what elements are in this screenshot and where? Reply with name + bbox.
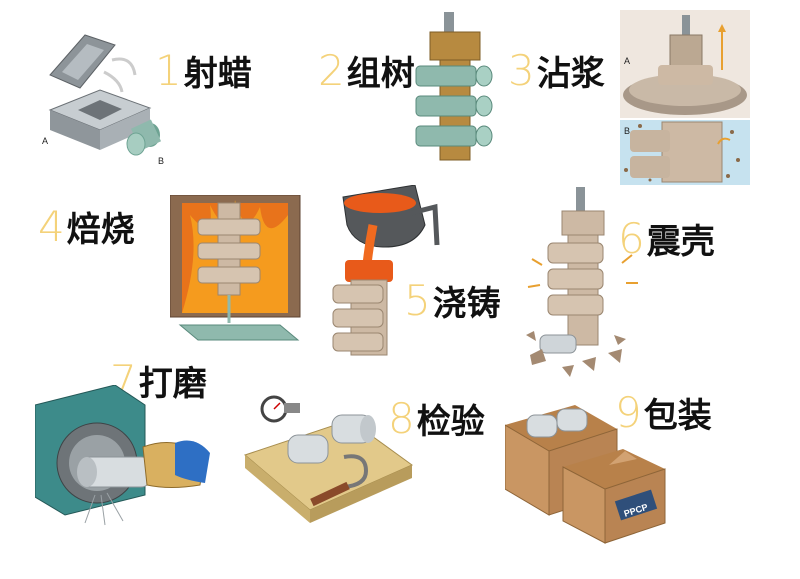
step-4-label: 4 焙烧 <box>38 206 135 248</box>
step-title: 震壳 <box>646 222 715 262</box>
step-6-label: 6 震壳 <box>618 218 715 260</box>
sublabel-a: A <box>42 136 48 146</box>
step-number: 3 <box>508 46 535 95</box>
step-1-label: 1 射蜡 <box>155 50 252 92</box>
step-title: 浇铸 <box>432 284 501 324</box>
step-title: 射蜡 <box>183 54 252 94</box>
step-number: 5 <box>404 276 431 325</box>
sublabel-b: B <box>158 156 164 166</box>
sublabel-a: A <box>624 56 630 66</box>
wax-tree-illustration <box>415 12 493 161</box>
step-title: 焙烧 <box>66 210 135 250</box>
step-8-label: 8 检验 <box>388 398 485 440</box>
packaging-illustration: PPCP <box>505 405 666 544</box>
step-number: 9 <box>615 388 642 437</box>
metal-pouring-illustration <box>332 185 440 356</box>
furnace-firing-illustration <box>170 195 301 341</box>
grinding-illustration <box>35 385 210 526</box>
slurry-dip-illustration: A B <box>620 10 750 185</box>
step-2-label: 2 组树 <box>318 50 415 92</box>
step-number: 8 <box>388 394 415 443</box>
step-5-label: 5 浇铸 <box>404 280 501 322</box>
step-3-label: 3 沾浆 <box>508 50 605 92</box>
step-title: 打磨 <box>138 364 207 404</box>
step-number: 1 <box>155 46 182 95</box>
step-title: 包装 <box>643 396 712 436</box>
step-title: 检验 <box>416 402 485 442</box>
shell-knockout-illustration <box>526 187 638 377</box>
wax-injection-mold-illustration: A B <box>42 34 164 166</box>
step-title: 沾浆 <box>536 54 605 94</box>
step-number: 4 <box>38 202 65 251</box>
step-number: 2 <box>318 46 345 95</box>
step-title: 组树 <box>346 54 415 94</box>
inspection-illustration <box>243 395 413 523</box>
sublabel-b: B <box>624 126 630 136</box>
step-9-label: 9 包装 <box>615 392 712 434</box>
step-number: 6 <box>618 214 645 263</box>
